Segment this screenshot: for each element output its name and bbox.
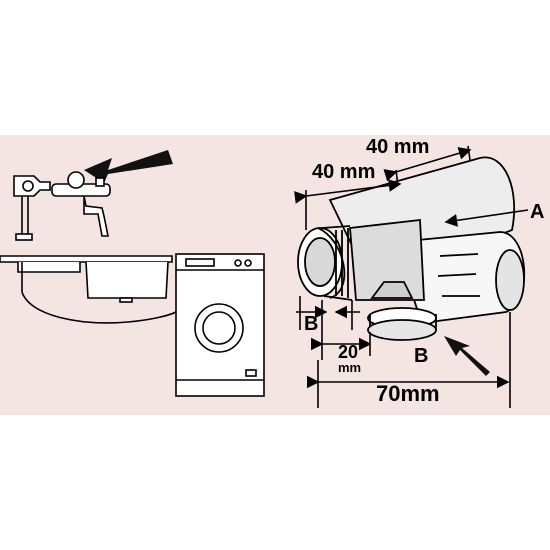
dim-20-unit-label: mm	[338, 360, 361, 375]
dimension-lines	[294, 145, 529, 408]
sink-icon	[0, 255, 177, 324]
b-right-arrow-icon	[444, 336, 490, 376]
t-valve-icon	[297, 156, 526, 341]
dim-20-label: 20	[338, 342, 358, 362]
top-dim-label-2: 40 mm	[312, 161, 375, 183]
dim-70-label: 70mm	[376, 381, 440, 406]
port-b-right-label: B	[414, 345, 428, 367]
washing-machine-icon	[175, 253, 265, 397]
port-a-label: A	[530, 201, 544, 223]
top-dim-label-1: 40 mm	[366, 136, 429, 158]
faucet-icon	[13, 171, 111, 241]
port-b-left-label: B	[304, 313, 318, 335]
big-arrow-icon	[84, 150, 173, 183]
